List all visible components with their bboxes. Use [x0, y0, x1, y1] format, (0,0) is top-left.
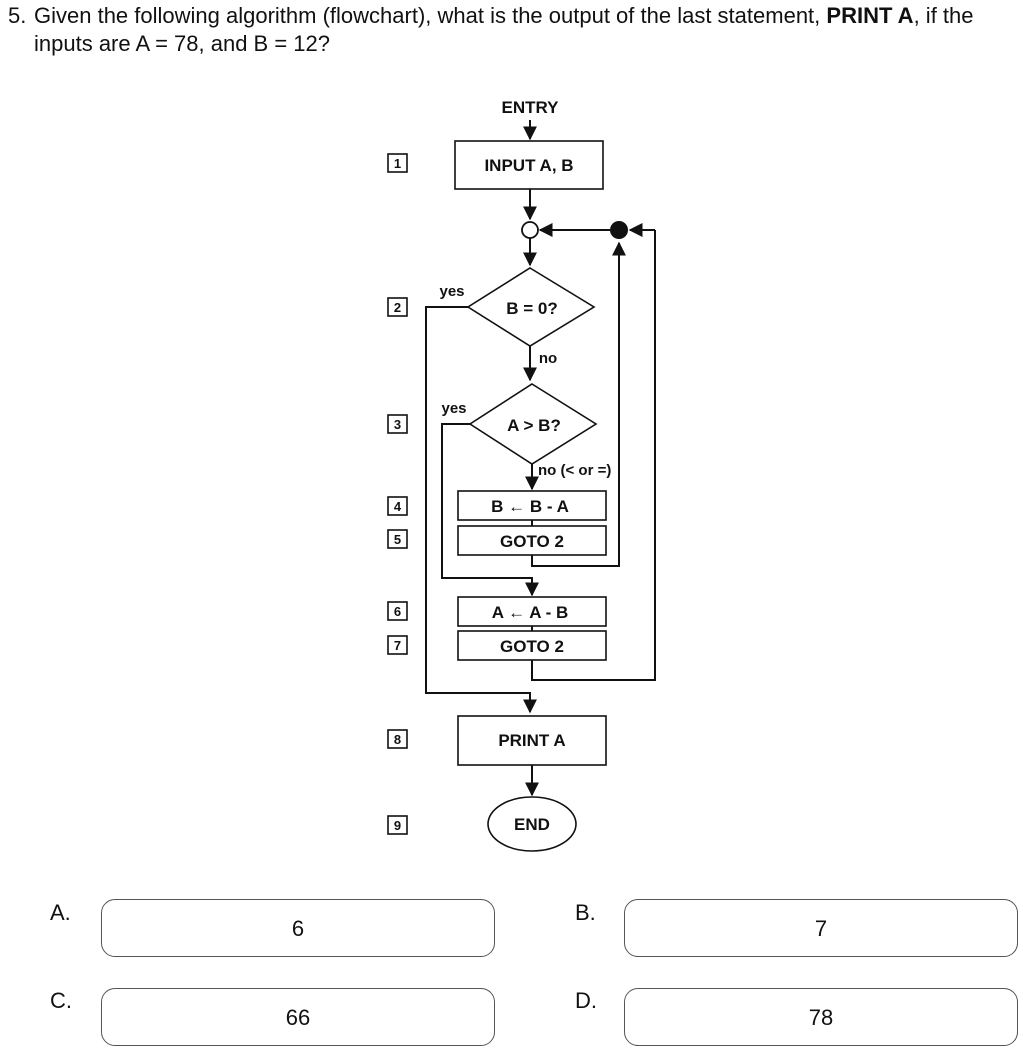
step-a-minus-b-label: A ← A - B	[492, 603, 569, 622]
question-text-before: Given the following algorithm (flowchart…	[34, 3, 827, 28]
end-label: END	[514, 815, 550, 834]
option-d-value: 78	[808, 1005, 834, 1030]
step-goto-2-first-box	[457, 525, 607, 556]
question-text: Given the following algorithm (flowchart…	[34, 2, 1018, 58]
question-prompt: 5. Given the following algorithm (flowch…	[8, 2, 1018, 58]
step-number-box	[387, 815, 408, 835]
decision-a-gt-b-label: A > B?	[507, 416, 561, 435]
step-number-box	[387, 729, 408, 749]
step-number-box	[387, 153, 408, 173]
step-number-box	[387, 297, 408, 317]
step-number-box	[387, 635, 408, 655]
filled-junction-node	[610, 221, 628, 239]
option-c-letter: C.	[50, 988, 72, 1013]
option-b-button[interactable]: 7	[624, 899, 1018, 957]
arrow-goto-first-loop-back	[531, 241, 626, 567]
flowchart-diagram: ENTRY INPUT A, B B = 0? yes no A > B? ye…	[387, 98, 656, 852]
option-a-button[interactable]: 6	[101, 899, 495, 957]
step-number: 8	[394, 732, 401, 747]
step-number: 7	[394, 638, 401, 653]
question-text-after: , if the inputs are A = 78, and B = 12?	[34, 3, 974, 56]
yes-label-1: yes	[439, 283, 464, 300]
print-label: PRINT A	[498, 731, 565, 750]
step-number: 6	[394, 604, 401, 619]
step-number-box	[387, 601, 408, 621]
input-label: INPUT A, B	[484, 156, 573, 175]
question-number: 5.	[8, 3, 27, 28]
arrow-goto-second-loop-back	[531, 230, 656, 681]
option-d-letter: D.	[575, 988, 597, 1013]
input-box	[454, 140, 604, 190]
option-b-value: 7	[814, 916, 828, 941]
step-number-box	[387, 529, 408, 549]
step-goto-2-second-label: GOTO 2	[500, 637, 564, 656]
step-number: 3	[394, 417, 401, 432]
yes-label-2: yes	[441, 400, 466, 417]
option-d-button[interactable]: 78	[624, 988, 1018, 1046]
question-bold-term: PRINT A	[826, 3, 914, 28]
arrow-yes-to-step-6	[441, 423, 539, 597]
no-label-2: no (< or =)	[538, 462, 611, 479]
end-terminal	[487, 796, 577, 852]
step-b-minus-a-label: B ← B - A	[491, 497, 569, 516]
option-a-value: 6	[291, 916, 305, 941]
option-a-letter: A.	[50, 900, 71, 925]
entry-label: ENTRY	[502, 98, 560, 117]
step-number-column: 1 2 3 4 5 6 7 8 9	[387, 153, 408, 835]
step-number-box	[387, 414, 408, 434]
option-c-value: 66	[285, 1005, 311, 1030]
option-b-letter: B.	[575, 900, 596, 925]
step-goto-2-second-box	[457, 630, 607, 661]
step-goto-2-first-label: GOTO 2	[500, 532, 564, 551]
arrow-yes-to-print	[425, 306, 537, 714]
step-number: 2	[394, 300, 401, 315]
step-number: 4	[394, 499, 402, 514]
decision-b-zero-label: B = 0?	[506, 299, 558, 318]
print-box	[457, 715, 607, 766]
no-label-1: no	[539, 350, 557, 367]
open-junction-node	[521, 221, 539, 239]
option-c-button[interactable]: 66	[101, 988, 495, 1046]
step-b-minus-a-box	[457, 490, 607, 521]
step-number: 5	[394, 532, 401, 547]
step-number-box	[387, 496, 408, 516]
step-number: 9	[394, 818, 401, 833]
step-number: 1	[394, 156, 401, 171]
